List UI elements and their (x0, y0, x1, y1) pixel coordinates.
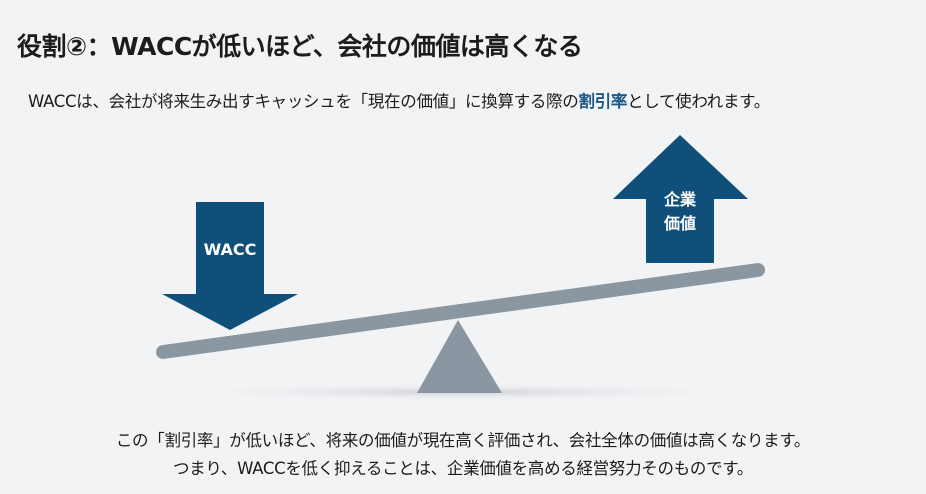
down-arrow-label: WACC (203, 240, 257, 259)
fulcrum (417, 320, 502, 393)
up-arrow-label: 企業 価値 (646, 188, 714, 236)
down-arrow-icon (162, 202, 298, 330)
conclusion-line-1: この「割引率」が低いほど、将来の価値が現在高く評価され、会社全体の価値は高くなり… (115, 431, 811, 450)
up-arrow-icon (613, 135, 748, 263)
subtitle-text: WACCは、会社が将来生み出すキャッシュを「現在の価値」に換算する際の (28, 92, 579, 111)
conclusion-line-2: つまり、WACCを低く抑えることは、企業価値を高める経営努力そのものです。 (172, 459, 754, 478)
seesaw-beam (156, 263, 765, 359)
up-arrow-label-line2: 価値 (663, 214, 696, 233)
up-arrow-label-line1: 企業 (663, 190, 696, 209)
page-title: 役割②：WACCが低いほど、会社の価値は高くなる (17, 32, 583, 61)
subtitle: WACCは、会社が将来生み出すキャッシュを「現在の価値」に換算する際の割引率とし… (28, 88, 770, 112)
subtitle-text-end: として使われます。 (627, 92, 770, 111)
highlight-discount-rate: 割引率 (578, 92, 628, 111)
